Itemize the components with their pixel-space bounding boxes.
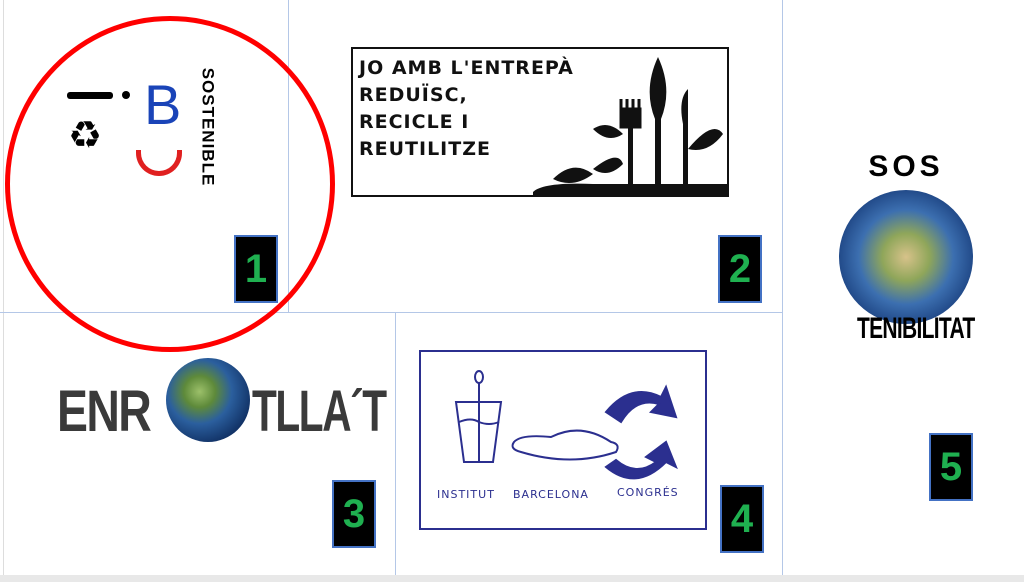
number-badge-3: 3	[332, 480, 376, 548]
line: REUTILITZE	[359, 138, 491, 160]
sketch-icon	[454, 370, 678, 480]
logo-3-text-left: ENR	[57, 379, 152, 444]
globe-icon	[839, 190, 973, 324]
logo-5-top-text: SOS	[868, 150, 944, 183]
logo-2[interactable]: JO AMB L'ENTREPÀ REDUÏSC, RECICLE I REUT…	[351, 47, 729, 197]
logo-3-text-right: TLLA´T	[252, 379, 387, 444]
globe-icon	[166, 358, 250, 442]
highlight-circle	[5, 16, 335, 352]
label-barcelona: BARCELONA	[513, 488, 589, 501]
number-badge-1: 1	[234, 235, 278, 303]
logo-2-text: JO AMB L'ENTREPÀ REDUÏSC, RECICLE I REUT…	[359, 55, 574, 163]
label-congres: CONGRÉS	[617, 486, 679, 499]
line: REDUÏSC,	[359, 84, 468, 106]
divider	[0, 312, 782, 313]
number-badge-4: 4	[720, 485, 764, 553]
label-institut: INSTITUT	[437, 488, 495, 501]
number-badge-5: 5	[929, 433, 973, 501]
line: RECICLE I	[359, 111, 470, 133]
logo-4[interactable]: INSTITUT BARCELONA CONGRÉS	[419, 350, 707, 530]
left-border	[3, 0, 4, 575]
logo-5-bottom-text: TENIBILITAT	[857, 312, 975, 345]
line: JO AMB L'ENTREPÀ	[359, 57, 574, 79]
bottom-bar	[0, 575, 1024, 582]
number-badge-2: 2	[718, 235, 762, 303]
divider	[395, 312, 396, 575]
cutlery-plants-icon	[533, 57, 729, 197]
divider	[782, 0, 783, 575]
